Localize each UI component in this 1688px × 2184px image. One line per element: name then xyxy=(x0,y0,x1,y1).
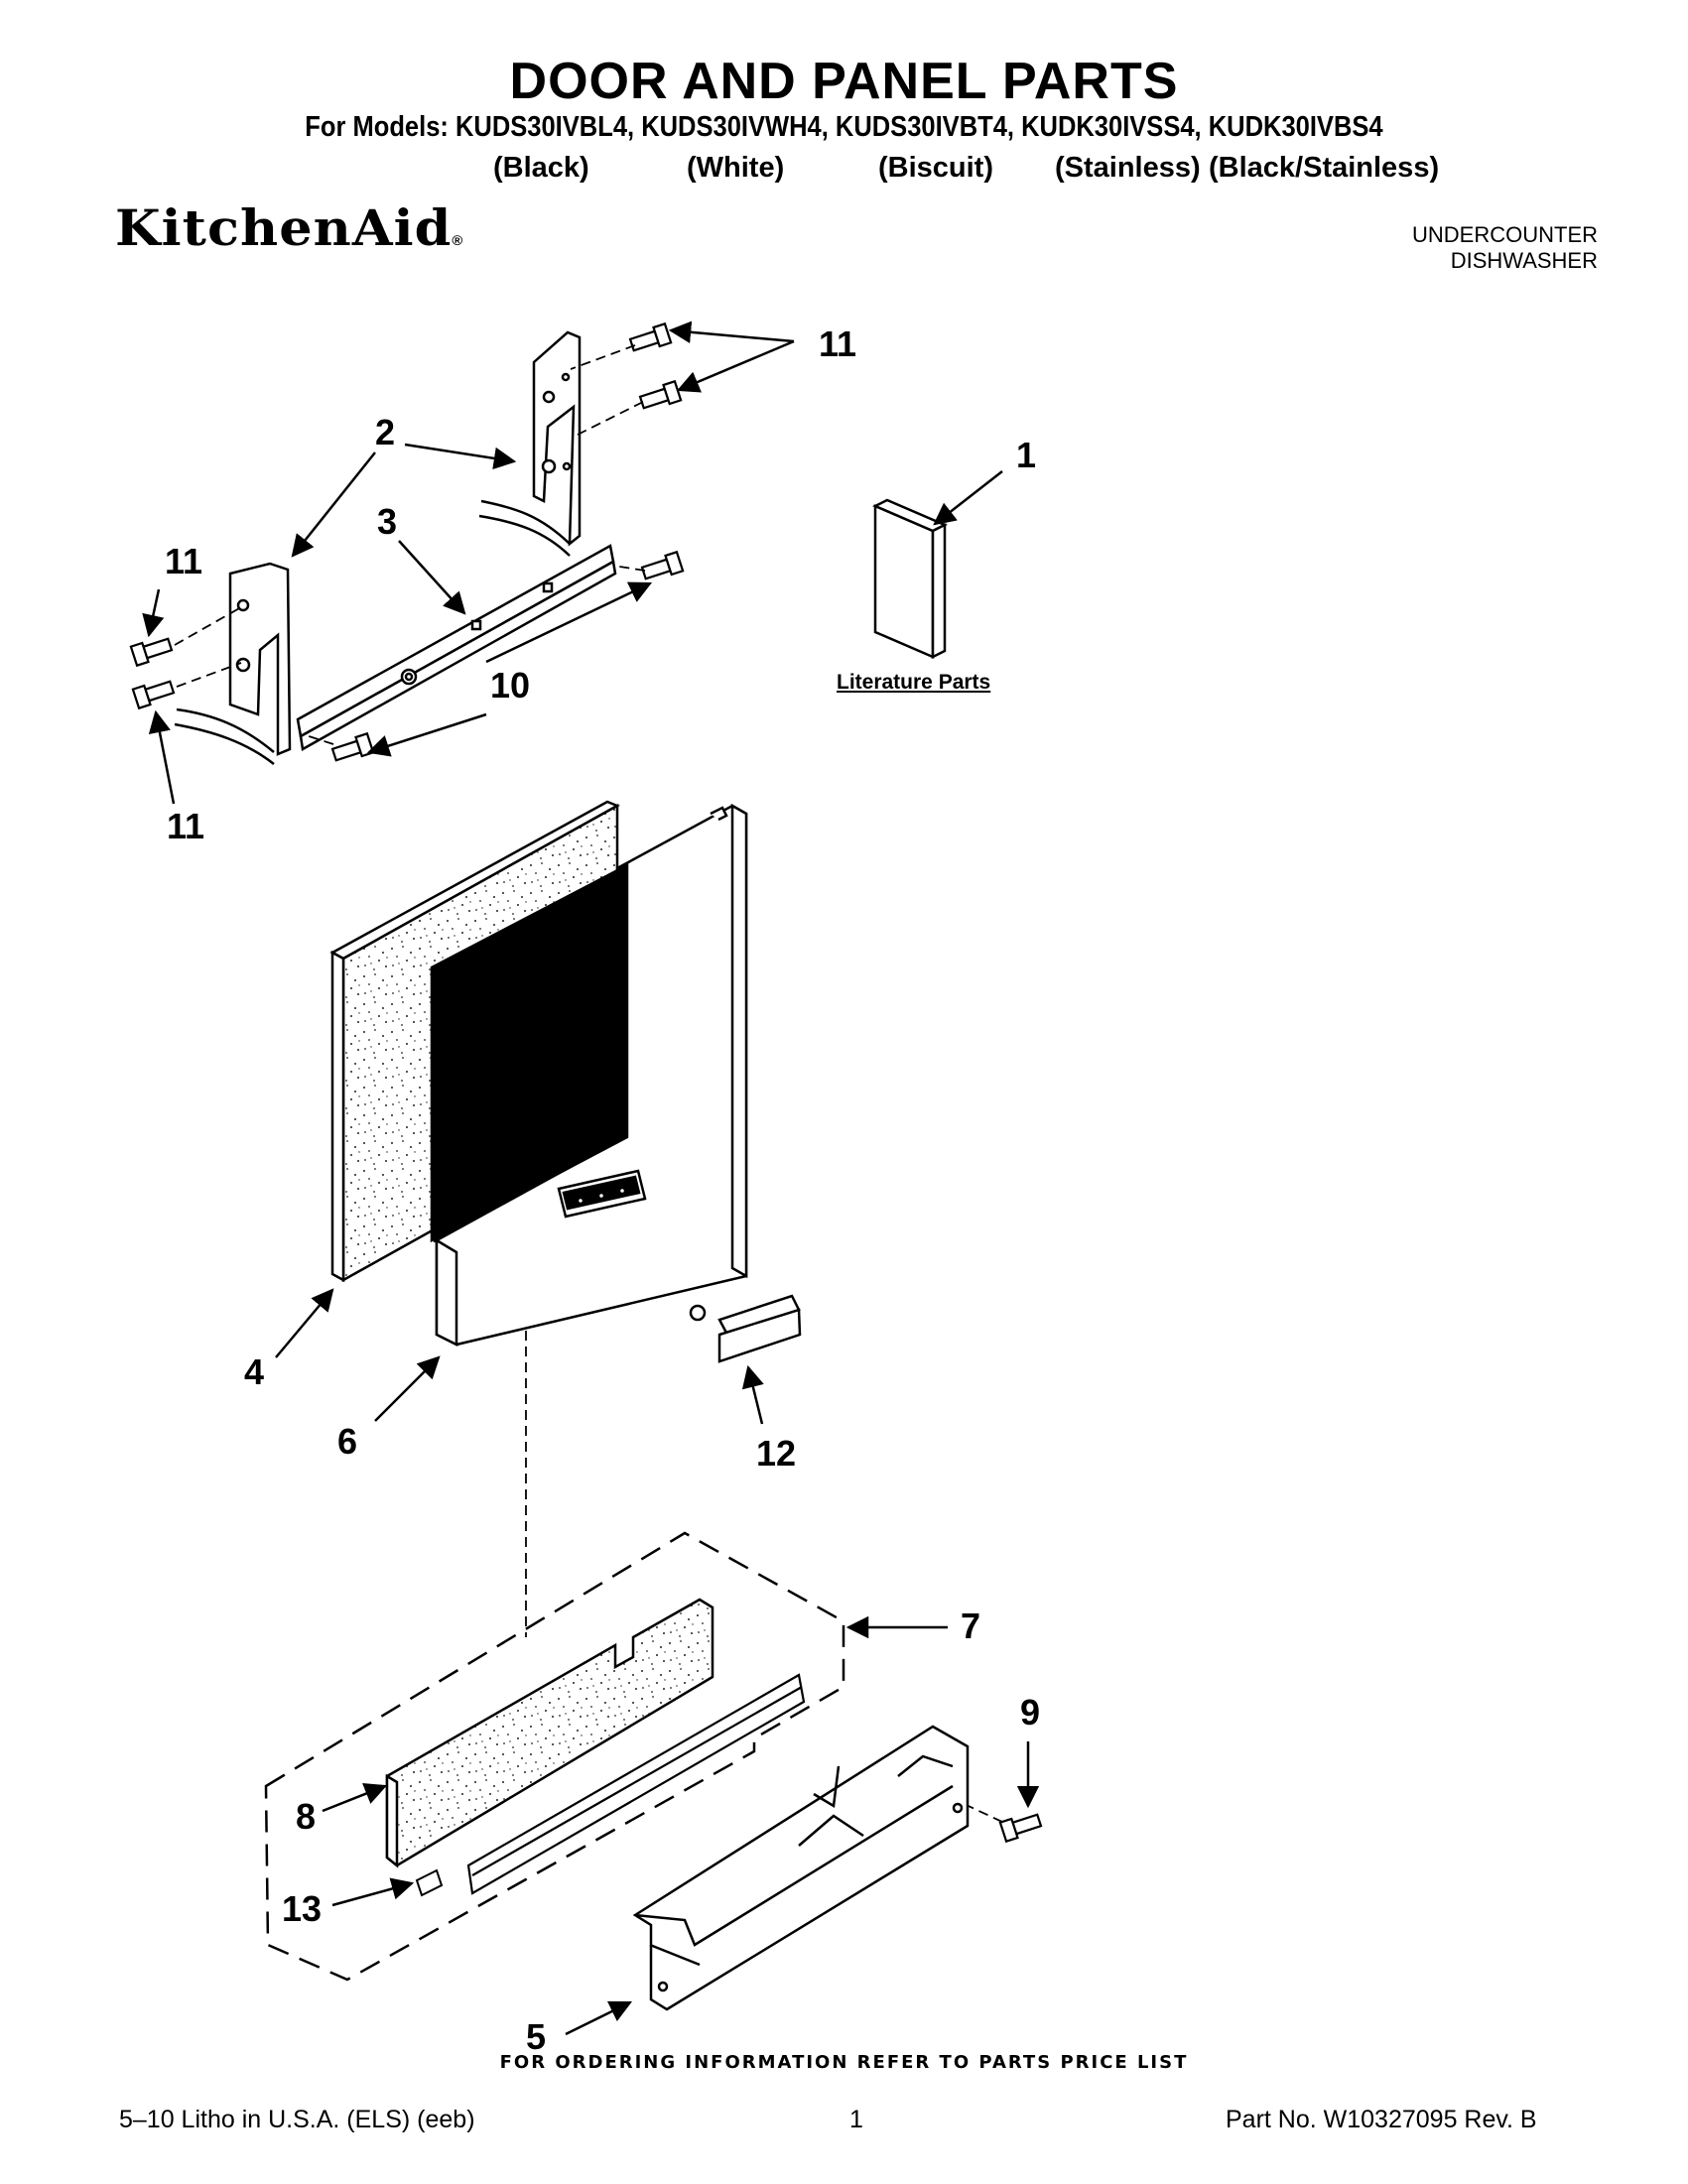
callout-8: 8 xyxy=(296,1796,317,1837)
callout-4: 4 xyxy=(244,1351,265,1392)
product-type-line1: UNDERCOUNTER xyxy=(1412,222,1598,247)
toekick-group-outline xyxy=(264,1531,845,1982)
variant-black: (Black) xyxy=(493,152,589,184)
toe-panel xyxy=(632,1725,970,2011)
toekick-insulation xyxy=(385,1598,714,1868)
variant-stainless: (Stainless) xyxy=(1055,152,1201,184)
callout-3: 3 xyxy=(377,501,398,542)
callout-10: 10 xyxy=(490,665,531,706)
part-number: Part No. W10327095 Rev. B xyxy=(1226,2106,1537,2133)
toekick-strip xyxy=(466,1673,806,1895)
hinge-bracket-left xyxy=(174,562,292,765)
callout-2: 2 xyxy=(375,412,396,452)
litho-info: 5–10 Litho in U.S.A. (ELS) (eeb) xyxy=(119,2106,475,2133)
variant-biscuit: (Biscuit) xyxy=(878,152,993,184)
ordering-info: FOR ORDERING INFORMATION REFER TO PARTS … xyxy=(499,2052,1189,2073)
product-type: UNDERCOUNTER DISHWASHER xyxy=(1300,222,1598,274)
variant-black-stainless: (Black/Stainless) xyxy=(1209,152,1440,184)
hinge-bracket-right xyxy=(478,330,582,557)
callout-5: 5 xyxy=(526,2016,547,2057)
callout-11-left-lower: 11 xyxy=(167,806,205,846)
models-line: For Models: KUDS30IVBL4, KUDS30IVWH4, KU… xyxy=(305,111,1383,143)
product-type-line2: DISHWASHER xyxy=(1450,248,1598,273)
screws xyxy=(129,321,1043,1844)
callout-9: 9 xyxy=(1020,1692,1041,1733)
page-title: DOOR AND PANEL PARTS xyxy=(509,53,1179,110)
clip xyxy=(415,1868,444,1897)
door-handle xyxy=(689,1294,802,1363)
callout-7: 7 xyxy=(961,1606,981,1646)
page-number: 1 xyxy=(849,2106,863,2133)
callout-11-left-upper: 11 xyxy=(165,541,203,581)
kitchenaid-logo: KitchenAid® xyxy=(115,198,464,257)
literature-book xyxy=(872,498,948,660)
literature-parts-label: Literature Parts xyxy=(837,671,991,694)
callout-12: 12 xyxy=(756,1433,797,1474)
callout-11-top: 11 xyxy=(819,323,857,364)
callout-6: 6 xyxy=(337,1421,358,1462)
callout-13: 13 xyxy=(282,1888,323,1929)
door-outer-panel xyxy=(430,803,748,1348)
door-rail xyxy=(296,544,617,751)
callout-arrows xyxy=(142,321,1040,2036)
callout-1: 1 xyxy=(1016,435,1037,475)
variant-white: (White) xyxy=(687,152,785,184)
